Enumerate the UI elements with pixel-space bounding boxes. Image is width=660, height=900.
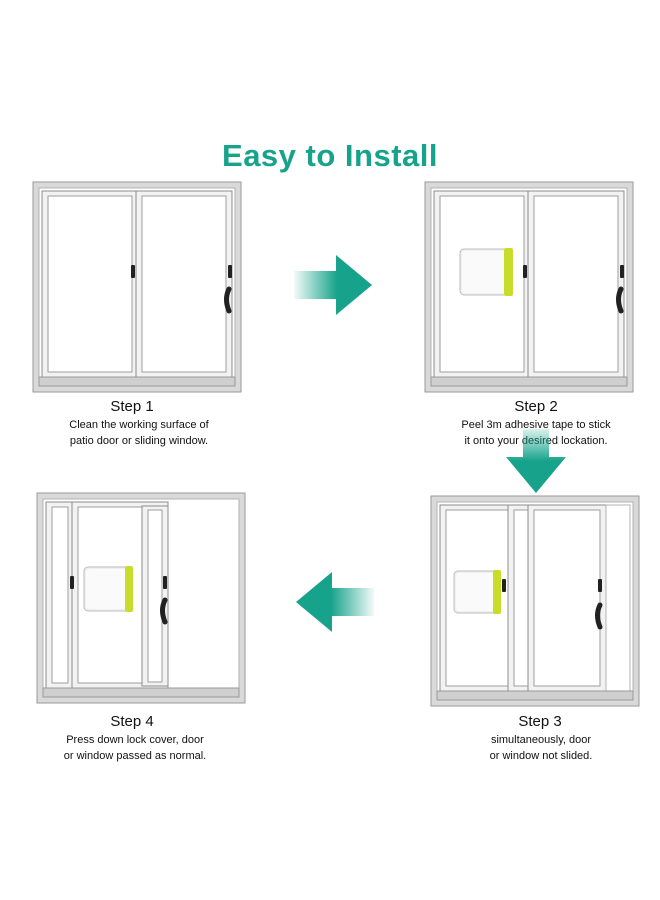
step-3-line-1: simultaneously, door <box>490 734 592 746</box>
step-4-line-2: or window passed as normal. <box>63 750 207 762</box>
step-1-line-2: patio door or sliding window. <box>69 435 209 447</box>
window-lock-icon <box>459 248 513 296</box>
page-title: Easy to Install <box>222 138 438 173</box>
step-2-line-1: Peel 3m adhesive tape to stick <box>461 419 611 431</box>
step-3-line-2: or window not slided. <box>489 750 593 762</box>
window-lock-icon <box>83 566 133 612</box>
arrow-left-icon <box>296 572 374 632</box>
step-3-description: simultaneously, door or window not slide… <box>426 732 656 764</box>
step-1-line-1: Clean the working surface of <box>69 419 209 431</box>
sliding-door-step-2 <box>424 181 634 393</box>
sliding-door-step-3 <box>430 495 640 707</box>
sliding-door-step-4 <box>36 492 246 704</box>
step-3-label: Step 3 <box>518 713 562 730</box>
step-4-label: Step 4 <box>110 713 154 730</box>
arrow-down-icon <box>506 429 566 493</box>
step-1-label: Step 1 <box>110 398 154 415</box>
sliding-door-step-1 <box>32 181 242 393</box>
step-4-description: Press down lock cover, door or window pa… <box>20 732 250 764</box>
step-2-label: Step 2 <box>514 398 558 415</box>
step-1-description: Clean the working surface of patio door … <box>24 417 254 449</box>
arrow-right-icon <box>294 255 372 315</box>
window-lock-icon <box>453 570 501 614</box>
step-4-line-1: Press down lock cover, door <box>66 734 204 746</box>
